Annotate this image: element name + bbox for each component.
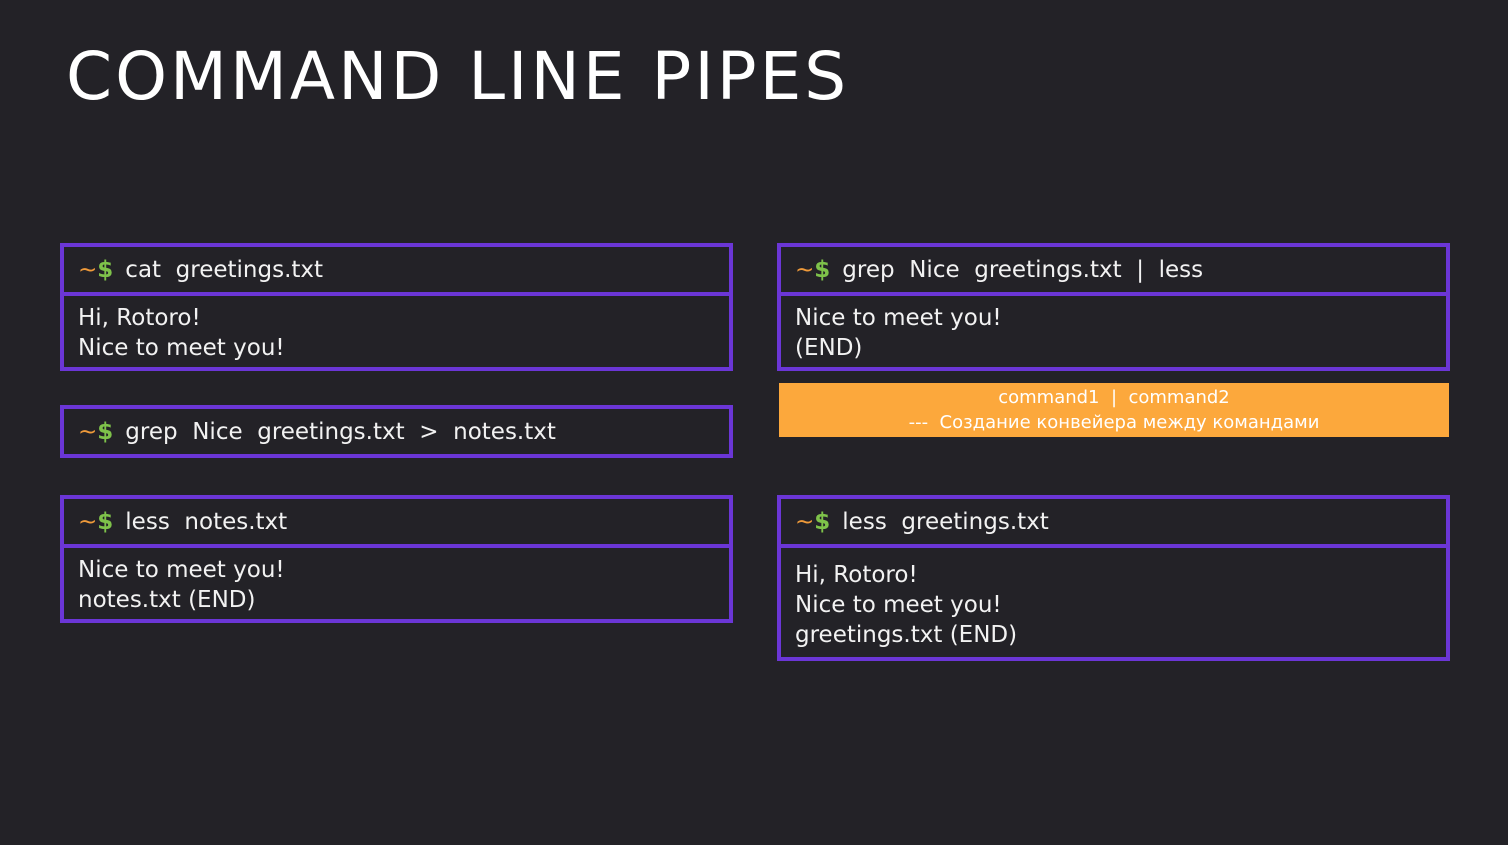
- output-line: Hi, Rotoro!: [78, 305, 201, 331]
- tilde-icon: ~: [78, 508, 98, 535]
- output-line: Nice to meet you!: [78, 557, 285, 583]
- terminal-less-notes: ~$ less notes.txt Nice to meet you! notes…: [60, 495, 733, 623]
- tilde-icon: ~: [795, 508, 815, 535]
- tilde-icon: ~: [78, 418, 98, 445]
- command-line: ~$ less greetings.txt: [781, 499, 1446, 544]
- output-line: Nice to meet you!: [795, 592, 1002, 618]
- tilde-icon: ~: [795, 256, 815, 283]
- command-text: cat greetings.txt: [125, 256, 324, 283]
- output-line: Hi, Rotoro!: [795, 562, 918, 588]
- command-output: Nice to meet you! (END): [781, 292, 1446, 363]
- command-output: Nice to meet you! notes.txt (END): [64, 544, 729, 615]
- command-line: ~$ grep Nice greetings.txt > notes.txt: [64, 409, 729, 454]
- tilde-icon: ~: [78, 256, 98, 283]
- command-line: ~$ cat greetings.txt: [64, 247, 729, 292]
- command-text: grep Nice greetings.txt | less: [842, 256, 1204, 283]
- command-line: ~$ grep Nice greetings.txt | less: [781, 247, 1446, 292]
- terminal-cat-greetings: ~$ cat greetings.txt Hi, Rotoro! Nice to …: [60, 243, 733, 371]
- slide-title: COMMAND LINE PIPES: [66, 38, 850, 115]
- command-output: Hi, Rotoro! Nice to meet you!: [64, 292, 729, 363]
- output-line: (END): [795, 335, 863, 361]
- command-line: ~$ less notes.txt: [64, 499, 729, 544]
- output-line: notes.txt (END): [78, 587, 256, 613]
- command-text: less notes.txt: [125, 508, 288, 535]
- command-text: less greetings.txt: [842, 508, 1049, 535]
- terminal-grep-redirect: ~$ grep Nice greetings.txt > notes.txt: [60, 405, 733, 458]
- command-text: grep Nice greetings.txt > notes.txt: [125, 418, 556, 445]
- dollar-prompt-icon: $: [97, 508, 114, 535]
- terminal-grep-pipe: ~$ grep Nice greetings.txt | less Nice to…: [777, 243, 1450, 371]
- dollar-prompt-icon: $: [97, 256, 114, 283]
- command-output: Hi, Rotoro! Nice to meet you! greetings.…: [781, 544, 1446, 650]
- output-line: Nice to meet you!: [78, 335, 285, 361]
- dollar-prompt-icon: $: [97, 418, 114, 445]
- dollar-prompt-icon: $: [814, 508, 831, 535]
- dollar-prompt-icon: $: [814, 256, 831, 283]
- output-line: greetings.txt (END): [795, 622, 1018, 648]
- pipe-explanation-note: command1 | command2 --- Создание конвейе…: [779, 383, 1449, 437]
- note-description-line: --- Создание конвейера между командами: [908, 412, 1320, 433]
- note-syntax-line: command1 | command2: [998, 387, 1230, 408]
- terminal-less-greetings: ~$ less greetings.txt Hi, Rotoro! Nice to…: [777, 495, 1450, 661]
- output-line: Nice to meet you!: [795, 305, 1002, 331]
